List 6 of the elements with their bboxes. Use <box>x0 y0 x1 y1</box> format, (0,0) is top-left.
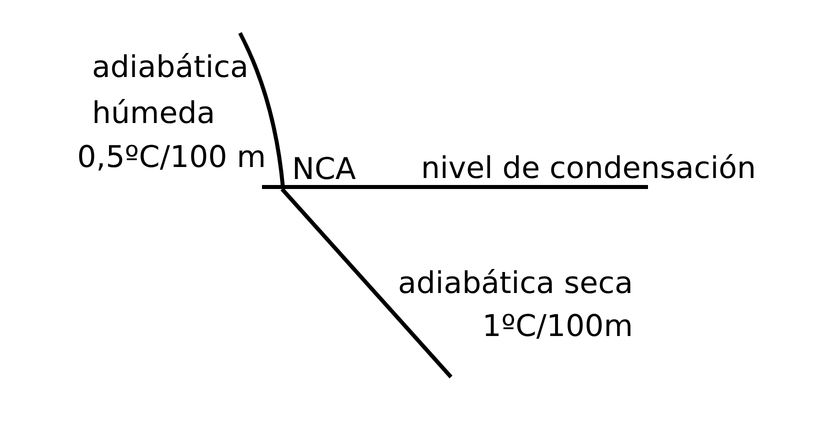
level-abbreviation-label: NCA <box>292 156 356 184</box>
dry-lapse-rate-label: 1ºC/100m <box>482 309 633 345</box>
moist-lapse-rate-label: 0,5ºC/100 m <box>77 140 266 176</box>
condensation-level-label: nivel de condensación <box>421 155 756 183</box>
moist-adiabat-label: adiabática húmeda <box>92 49 250 133</box>
dry-adiabat-label: adiabática seca <box>398 266 633 302</box>
